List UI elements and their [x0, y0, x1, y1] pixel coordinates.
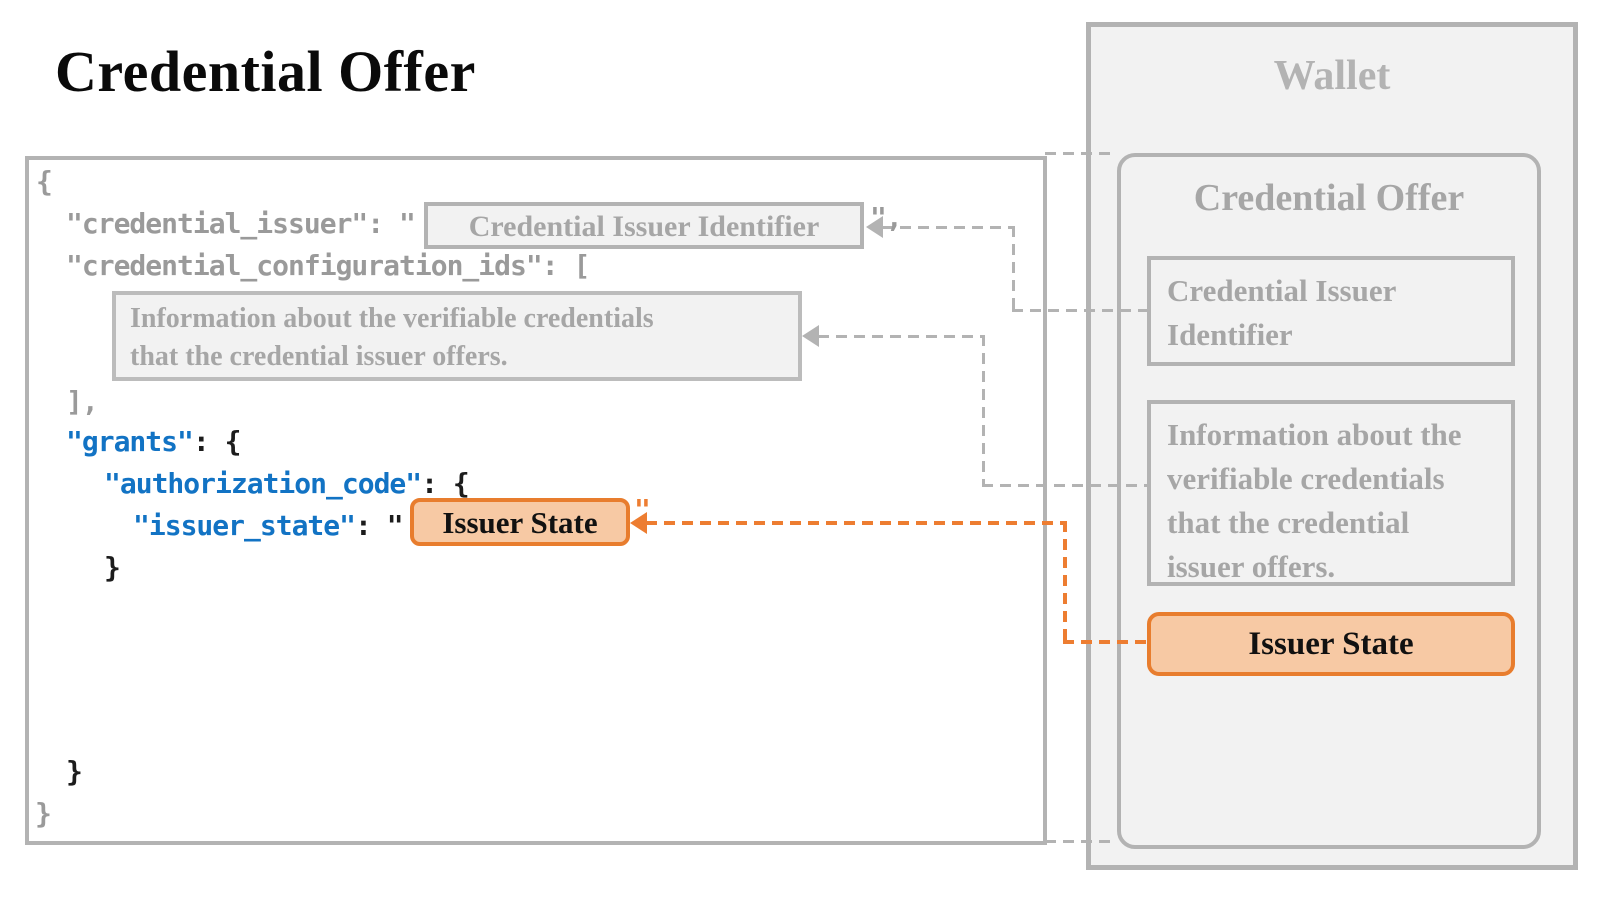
wallet-info-line: issuer offers.	[1167, 549, 1336, 584]
json-info-box: Information about the verifiable credent…	[112, 291, 802, 381]
code-credential-issuer-close-quote: ",	[870, 201, 903, 234]
code-line-issuer-state: "issuer_state": "	[133, 508, 404, 544]
code-issuer-state-close-quote: "	[634, 493, 651, 526]
connector-issuer-state-h1	[646, 521, 1066, 525]
wallet-issuer-identifier-line: Identifier	[1167, 317, 1293, 352]
connector-json-to-wallet-bottom	[1045, 840, 1117, 843]
code-line-close-brace-mid: }	[66, 755, 83, 788]
code-line-close-brace-outer: }	[35, 797, 52, 830]
wallet-credential-issuer-identifier-box: Credential Issuer Identifier	[1147, 256, 1515, 366]
code-authorization-code-key: "authorization_code"	[104, 467, 422, 500]
wallet-credential-offer-heading: Credential Offer	[1193, 177, 1465, 219]
wallet-issuer-identifier-line: Credential Issuer	[1167, 273, 1397, 308]
wallet-info-line: that the credential	[1167, 505, 1410, 540]
page-title: Credential Offer	[55, 39, 476, 104]
connector-arrowhead-left-icon	[802, 325, 819, 347]
code-grants-rest: : {	[192, 425, 242, 458]
code-issuer-state-rest: : "	[355, 509, 404, 542]
connector-arrowhead-left-icon	[866, 216, 883, 238]
json-credential-issuer-identifier-box: Credential Issuer Identifier	[424, 202, 864, 249]
json-info-line: Information about the verifiable credent…	[130, 303, 654, 334]
code-issuer-state-key: "issuer_state"	[133, 509, 356, 542]
code-line-authorization-code: "authorization_code": {	[104, 466, 470, 502]
connector-issuer-state-v	[1063, 521, 1067, 642]
code-line-open-brace: {	[36, 165, 53, 198]
wallet-info-line: Information about the	[1167, 417, 1462, 452]
code-line-credential-issuer: "credential_issuer": "	[66, 207, 416, 240]
connector-issuer-identifier-h2	[1012, 309, 1149, 312]
wallet-title: Wallet	[1273, 53, 1391, 99]
connector-json-to-wallet-top	[1045, 152, 1117, 155]
wallet-info-line: verifiable credentials	[1167, 461, 1445, 496]
wallet-info-box: Information about the verifiable credent…	[1147, 400, 1515, 586]
wallet-issuer-state-box: Issuer State	[1147, 612, 1515, 676]
connector-issuer-identifier-h1	[882, 226, 1014, 229]
code-authorization-code-rest: : {	[421, 467, 470, 500]
connector-info-h1	[818, 335, 984, 338]
code-line-array-close: ],	[66, 385, 99, 418]
code-line-close-brace-inner: }	[104, 551, 121, 584]
json-issuer-state-box: Issuer State	[410, 498, 630, 546]
connector-issuer-state-h2	[1063, 640, 1149, 644]
json-info-line: that the credential issuer offers.	[130, 341, 508, 372]
code-line-credential-configuration-ids: "credential_configuration_ids": [	[66, 249, 590, 282]
connector-arrowhead-left-icon	[630, 512, 647, 534]
connector-issuer-identifier-v	[1012, 226, 1015, 311]
connector-info-v	[982, 335, 985, 486]
connector-info-h2	[982, 484, 1149, 487]
code-line-grants: "grants": {	[66, 424, 242, 460]
code-grants-key: "grants"	[66, 425, 194, 458]
